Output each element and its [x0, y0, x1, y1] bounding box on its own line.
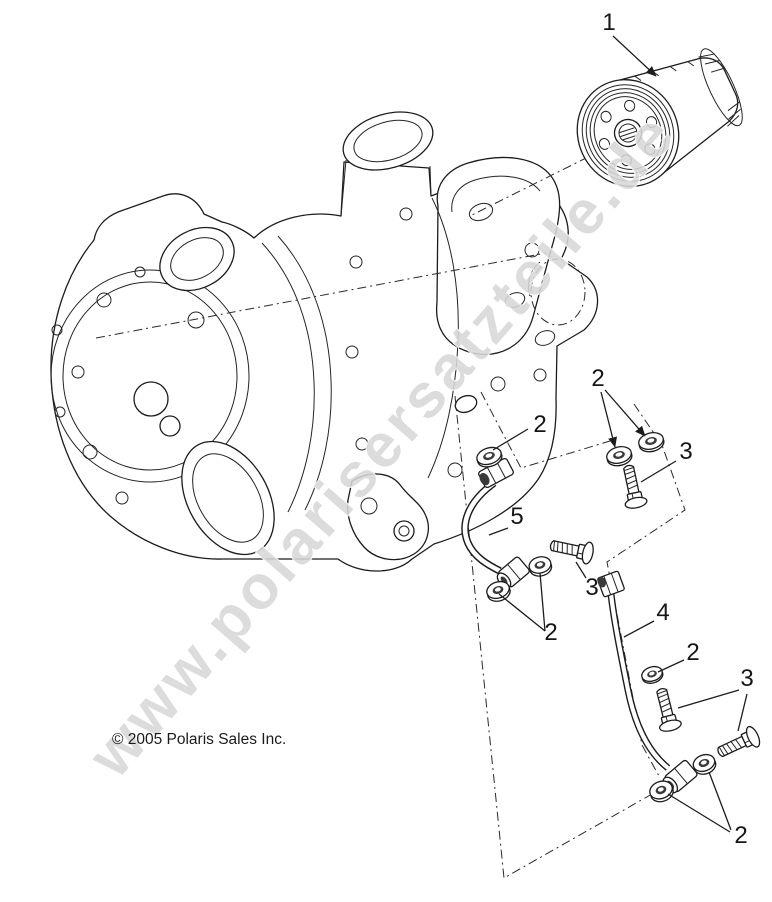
oil-filter-drawing	[576, 48, 743, 187]
filter-thread-hole	[613, 118, 643, 148]
valve-cover	[435, 156, 561, 355]
bolt-drawing	[656, 688, 682, 732]
washer-drawing	[692, 753, 717, 775]
callout-1-oil-filter: 1	[602, 9, 615, 36]
bolt-drawing	[623, 464, 648, 509]
filter-mount-boss	[530, 258, 586, 326]
clutch-cover-ring-inner	[62, 281, 238, 471]
banjo-bolts	[549, 464, 761, 758]
washer-drawing	[606, 446, 633, 467]
filter-axis-line	[469, 139, 623, 217]
lower-gasket-opening	[181, 440, 275, 556]
callout-2-washers-lower: 2	[734, 822, 747, 849]
upper-gasket-opening	[159, 226, 235, 292]
callout-2-washers-upper: 2	[591, 365, 604, 392]
oil-port-boss	[454, 394, 478, 414]
callout-leader-lines	[488, 35, 748, 833]
oil-line5-axis	[454, 395, 653, 879]
callout-2-washer-rear-upper: 2	[686, 639, 699, 666]
sealing-washers	[476, 432, 717, 803]
callout-5-oil-line-front: 5	[510, 503, 523, 530]
washer-drawing	[476, 446, 503, 468]
intake-spigot-inner	[353, 119, 423, 163]
callout-labels: 1 2 2 3 5 3 2 4 2 3 2	[510, 9, 753, 849]
crank-axis-line	[95, 252, 547, 339]
callout-2-washer-engine: 2	[533, 411, 546, 438]
washer-drawing	[649, 780, 674, 803]
engine-crankcase-drawing	[50, 111, 599, 572]
bolt-drawing	[717, 725, 761, 758]
washer-drawing	[528, 556, 553, 577]
washer-drawing	[641, 665, 664, 684]
intake-spigot-outer	[342, 111, 434, 171]
callout-3-bolt-upper: 3	[679, 438, 692, 465]
callout-3-bolts-lower: 3	[740, 665, 753, 692]
copyright: © 2005 Polaris Sales Inc.	[112, 731, 286, 748]
callout-2-washers-middle: 2	[544, 619, 557, 646]
bolt-drawing	[549, 540, 594, 565]
oil-line-4-upper-banjo	[597, 570, 625, 598]
washer-drawing	[486, 580, 511, 602]
callout-4-oil-line-rear: 4	[656, 599, 669, 626]
callout-3-bolt-middle: 3	[585, 574, 598, 601]
washer-drawing	[638, 432, 665, 453]
clutch-cover-ring-outer	[50, 269, 250, 483]
washer-axis-upper	[480, 391, 611, 469]
